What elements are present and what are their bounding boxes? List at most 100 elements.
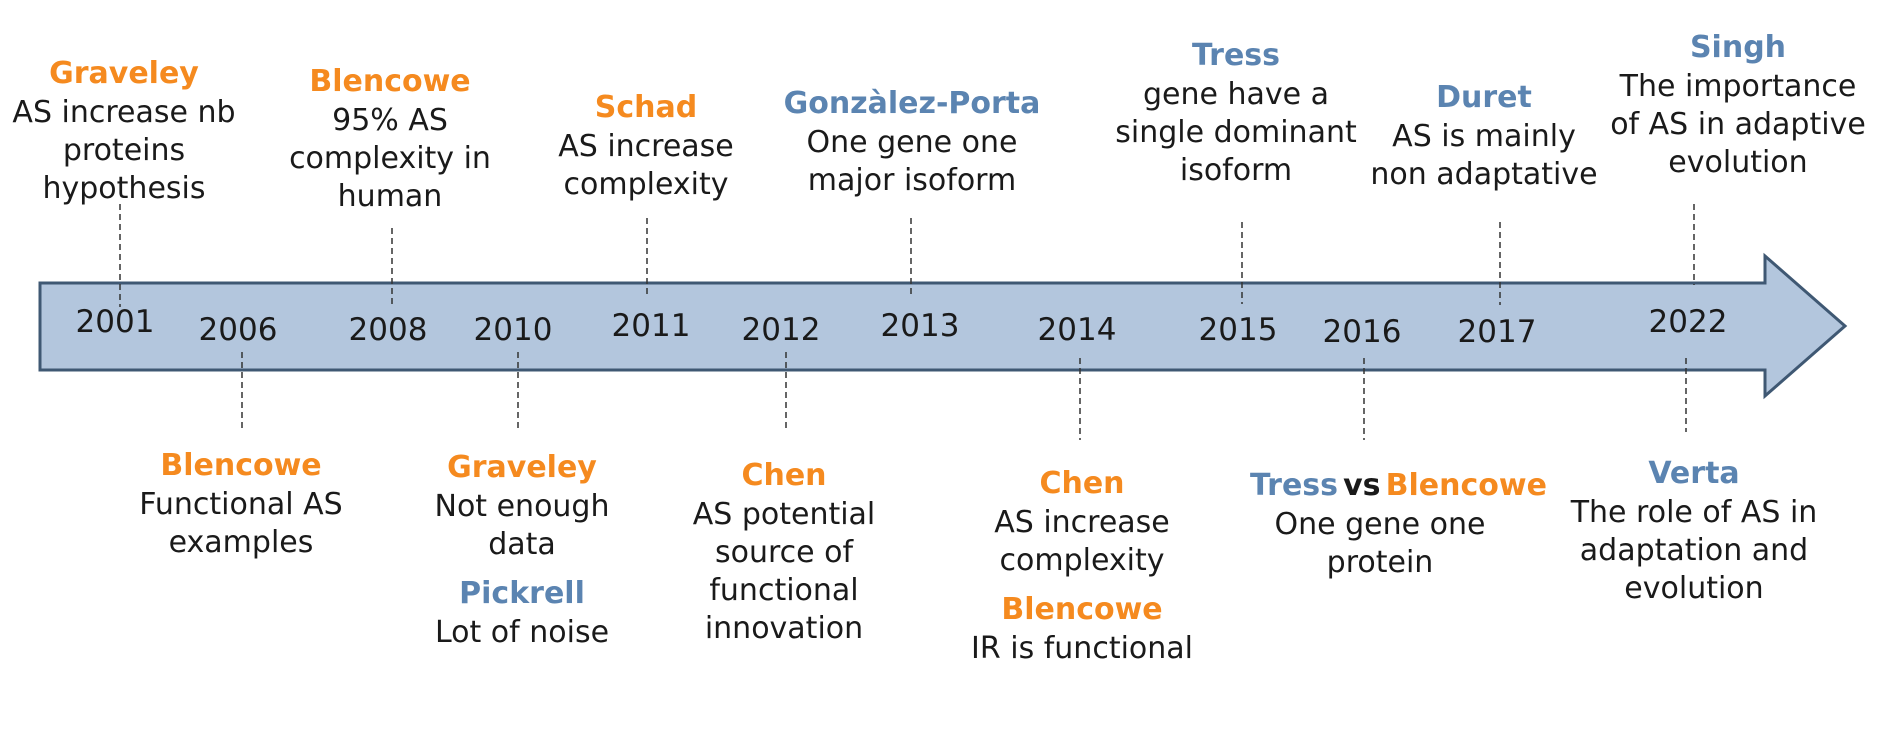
description-line: data (488, 527, 556, 562)
author-name: Graveley (49, 56, 199, 91)
description-line: isoform (1179, 153, 1293, 188)
year-label-2016: 2016 (1323, 314, 1402, 350)
author-name: Chen (741, 458, 827, 493)
author-line: Chen (654, 460, 914, 496)
description-line: functional (709, 573, 859, 608)
description-line: AS increase (558, 129, 734, 164)
author-line: Blencowe (260, 66, 520, 102)
author-name: Gonzàlez-Porta (783, 86, 1041, 121)
author-name: Schad (594, 90, 698, 125)
year-label-2008: 2008 (349, 312, 428, 348)
description-line: AS increase (994, 505, 1170, 540)
author-line: Duret (1354, 82, 1614, 118)
author-line: Graveley (0, 58, 254, 94)
author-name: Verta (1648, 456, 1740, 491)
year-label-2017: 2017 (1458, 314, 1537, 350)
description-line: The importance (1619, 69, 1857, 104)
description-line: complexity (999, 543, 1165, 578)
description-line: adaptation and (1579, 533, 1809, 568)
tick-lines (119, 204, 1695, 440)
description-line: innovation (704, 611, 864, 646)
author-line: Verta (1564, 458, 1824, 494)
description-line: evolution (1668, 145, 1808, 180)
description-line: complexity (563, 167, 729, 202)
author-line: Graveley (392, 452, 652, 488)
author-name: Tress (1250, 468, 1339, 503)
description-line: source of (714, 535, 854, 570)
year-label-2015: 2015 (1199, 312, 1278, 348)
description-line: proteins (62, 133, 186, 168)
description-line: of AS in adaptive (1610, 107, 1866, 142)
author-line: Tress vs Blencowe (1250, 468, 1547, 506)
author-line: Chen (952, 468, 1212, 504)
description-line: gene have a (1142, 77, 1330, 112)
year-label-2001: 2001 (76, 304, 155, 340)
author-name: Blencowe (309, 64, 471, 99)
year-label-2006: 2006 (199, 312, 278, 348)
year-label-2011: 2011 (612, 308, 691, 344)
author-line: Singh (1608, 32, 1868, 68)
author-name: Graveley (447, 450, 597, 485)
author-name: Chen (1039, 466, 1125, 501)
author-line: Schad (516, 92, 776, 128)
author-line: Pickrell (392, 578, 652, 614)
description-line: IR is functional (971, 631, 1193, 666)
description-line: hypothesis (42, 171, 206, 206)
event-description: Lot of noise (392, 614, 652, 652)
description-line: The role of AS in (1570, 495, 1818, 530)
description-line: single dominant (1115, 115, 1357, 150)
description-line: AS increase nb (12, 95, 236, 130)
description-line: complexity in (289, 141, 491, 176)
author-line: Tress (1106, 40, 1366, 76)
year-label-2010: 2010 (474, 312, 553, 348)
author-name: Tress (1191, 38, 1281, 73)
description-line: Not enough (434, 489, 610, 524)
year-labels: 2001 2006 2008 2010 2011 2012 2013 2014 2015 2016… (76, 304, 1728, 350)
author-line: Blencowe (111, 450, 371, 486)
year-label-2012: 2012 (742, 312, 821, 348)
timeline-arrow (38, 252, 1848, 400)
year-label-2014: 2014 (1038, 312, 1117, 348)
description-line: AS is mainly (1392, 119, 1576, 154)
description-line: One gene one (1274, 507, 1486, 542)
author-name: Blencowe (160, 448, 322, 483)
description-line: human (337, 179, 443, 214)
description-line: AS potential (692, 497, 876, 532)
author-name: Singh (1689, 30, 1787, 65)
year-label-2013: 2013 (881, 308, 960, 344)
description-line: One gene one (806, 125, 1018, 160)
description-line: 95% AS (332, 103, 448, 138)
author-name: Blencowe (1001, 592, 1163, 627)
description-line: non adaptative (1370, 157, 1598, 192)
year-label-2022: 2022 (1649, 304, 1728, 340)
description-line: major isoform (807, 163, 1017, 198)
author-name: Duret (1436, 80, 1532, 115)
author-line: Gonzàlez-Porta (782, 88, 1042, 124)
description-line: examples (168, 525, 314, 560)
description-line: evolution (1624, 571, 1764, 606)
description-line: Lot of noise (434, 615, 610, 650)
description-line: protein (1326, 545, 1434, 580)
